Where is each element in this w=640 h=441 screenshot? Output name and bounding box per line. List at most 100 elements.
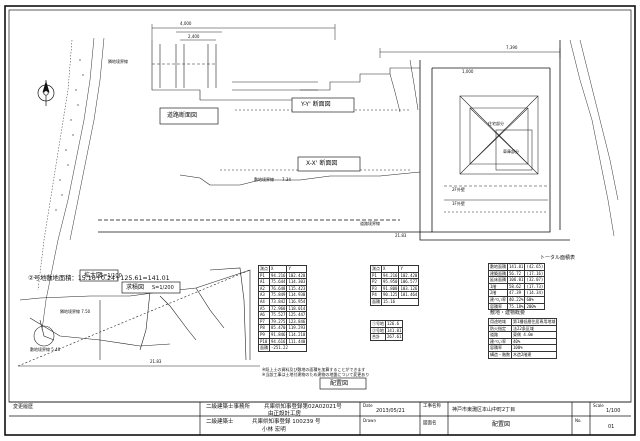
table-cell: 75.527: [268, 311, 288, 319]
table-cell: 94.616: [268, 337, 288, 346]
sheet-no-label: No.: [575, 418, 582, 423]
scale-value: 1/100: [606, 408, 621, 414]
table-cell: 103.126: [398, 284, 420, 293]
table-cell: 118.014: [286, 304, 308, 313]
architect-label: 二級建築士: [206, 419, 234, 425]
table-header: Y: [286, 265, 308, 273]
table-cell: 119.293: [286, 324, 308, 332]
table-cell: A1: [258, 278, 270, 286]
table-cell: 91.846: [268, 330, 288, 339]
table-cell: P10: [258, 337, 270, 346]
table-cell: 123.846: [286, 317, 308, 326]
table-cell: ②号地: [370, 326, 386, 335]
scale-label: Scale: [593, 403, 604, 408]
drawn-label: Drawn: [363, 418, 376, 423]
table-row: 道路東側 4.0m: [488, 331, 558, 339]
location-value: 神戸市東灘区本山中町2丁目: [452, 407, 516, 413]
table-cell: 75.849: [268, 291, 288, 299]
table-cell: P9: [258, 330, 270, 339]
table-cell: 90.125: [380, 291, 400, 299]
table-cell: 125.447: [286, 311, 308, 319]
table-cell: 111.440: [286, 337, 308, 346]
table-cell: (42.65): [524, 263, 546, 271]
table-header: X: [268, 265, 288, 273]
calc-label: 求積図: [126, 284, 145, 291]
building-label: 住宅部分: [488, 121, 504, 126]
table-cell: 101.464: [398, 291, 420, 299]
table-cell: 141.01: [506, 263, 526, 271]
building-label: 2F外壁: [452, 187, 465, 192]
table-cell: (32.07): [524, 276, 546, 284]
table-cell: 73.842: [268, 297, 288, 306]
summary-table-title: トータル面積表: [540, 255, 576, 261]
table-cell: 114.210: [286, 330, 308, 339]
table-cell: 95.950: [380, 278, 400, 286]
table-cell: 建ぺい率: [488, 295, 508, 304]
table-sum-row: 面積-251.22: [258, 344, 308, 352]
table-cell: 106.01: [506, 276, 526, 284]
table-cell: A2: [258, 284, 270, 293]
firm-name: 由正設計工房: [268, 411, 302, 417]
table-header: Y: [398, 265, 420, 273]
building-label: 車庫部分: [503, 149, 519, 154]
table-cell: 道路: [488, 331, 512, 339]
table-header-row: 測点 X Y: [258, 265, 308, 273]
building-label: 1F外壁: [452, 201, 465, 206]
table-cell: P1: [258, 271, 270, 280]
site-label: 道路境界線: [360, 221, 380, 226]
xx-section-title: X-X' 断面図: [306, 160, 338, 167]
table-cell: 容積率: [488, 302, 508, 311]
table-cell: 東側 4.0m: [510, 331, 558, 339]
table-cell: A4: [258, 297, 270, 306]
table-header-row: 測点 X Y: [370, 265, 420, 273]
table-cell: 114.930: [286, 291, 308, 299]
table-cell: 91.800: [380, 284, 400, 293]
firm-label: 二級建築士事務所: [206, 404, 251, 410]
table-cell: 15.16: [380, 297, 420, 306]
table-cell: 60%: [524, 295, 546, 304]
road-section-title: 道路断面図: [167, 112, 198, 119]
note-line: ※当該工事は土地付建物のため建物の地盤について変更あり: [262, 372, 370, 377]
table-cell: 94.216: [380, 271, 400, 280]
table-row: 構造・階数木造2階建: [488, 350, 558, 359]
table-cell: 法22条区域: [510, 324, 558, 333]
table-cell: A3: [258, 291, 270, 299]
table-cell: (17.16): [524, 269, 546, 278]
table-cell: 79.275: [268, 317, 288, 326]
table-cell: 75.644: [268, 278, 288, 286]
table-cell: 1階: [488, 282, 508, 291]
table-cell: P4: [370, 291, 382, 299]
table-cell: ①号地: [370, 320, 386, 328]
table-cell: 72.960: [268, 304, 288, 313]
location-label: 工事名称: [423, 404, 441, 409]
table-cell: 容積率: [488, 344, 512, 352]
table-cell: 56.72: [506, 269, 526, 278]
table-cell: 114.303: [286, 278, 308, 286]
dim-1: 1,000: [462, 69, 474, 74]
table-cell: 102.420: [398, 271, 420, 280]
date-label: Date: [363, 403, 373, 408]
drawing-name: 配置図: [492, 421, 511, 428]
plan-label: 配置図: [330, 380, 349, 387]
table-cell: 75.18%: [506, 302, 526, 311]
yy-section-title: Y-Y' 断面図: [301, 101, 331, 108]
table-cell: (17.73): [524, 282, 546, 291]
table-cell: 94.216: [268, 271, 288, 280]
